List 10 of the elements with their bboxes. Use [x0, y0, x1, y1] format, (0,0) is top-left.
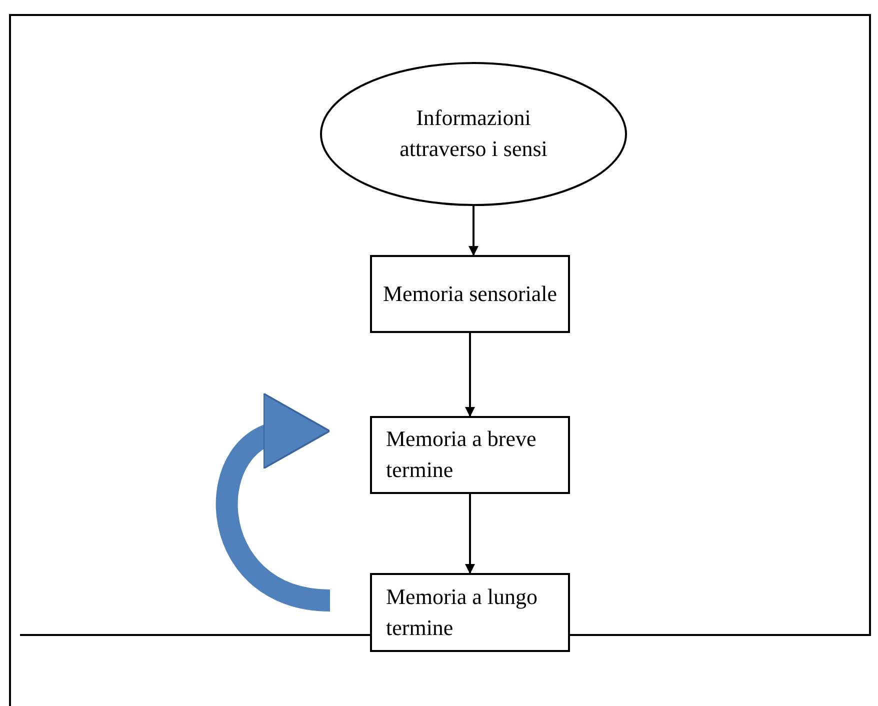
arrow — [468, 205, 478, 256]
process-box — [370, 416, 570, 494]
process-box — [370, 573, 570, 652]
process-box — [370, 255, 570, 333]
node-label: Informazioni attraverso i sensi — [398, 104, 548, 163]
arrow — [465, 494, 475, 574]
node-label: Memoria sensoriale — [382, 280, 558, 308]
arrow — [465, 333, 475, 417]
node-label: Memoria a breve termine — [386, 425, 538, 484]
node-label: Memoria a lungo termine — [386, 582, 539, 642]
